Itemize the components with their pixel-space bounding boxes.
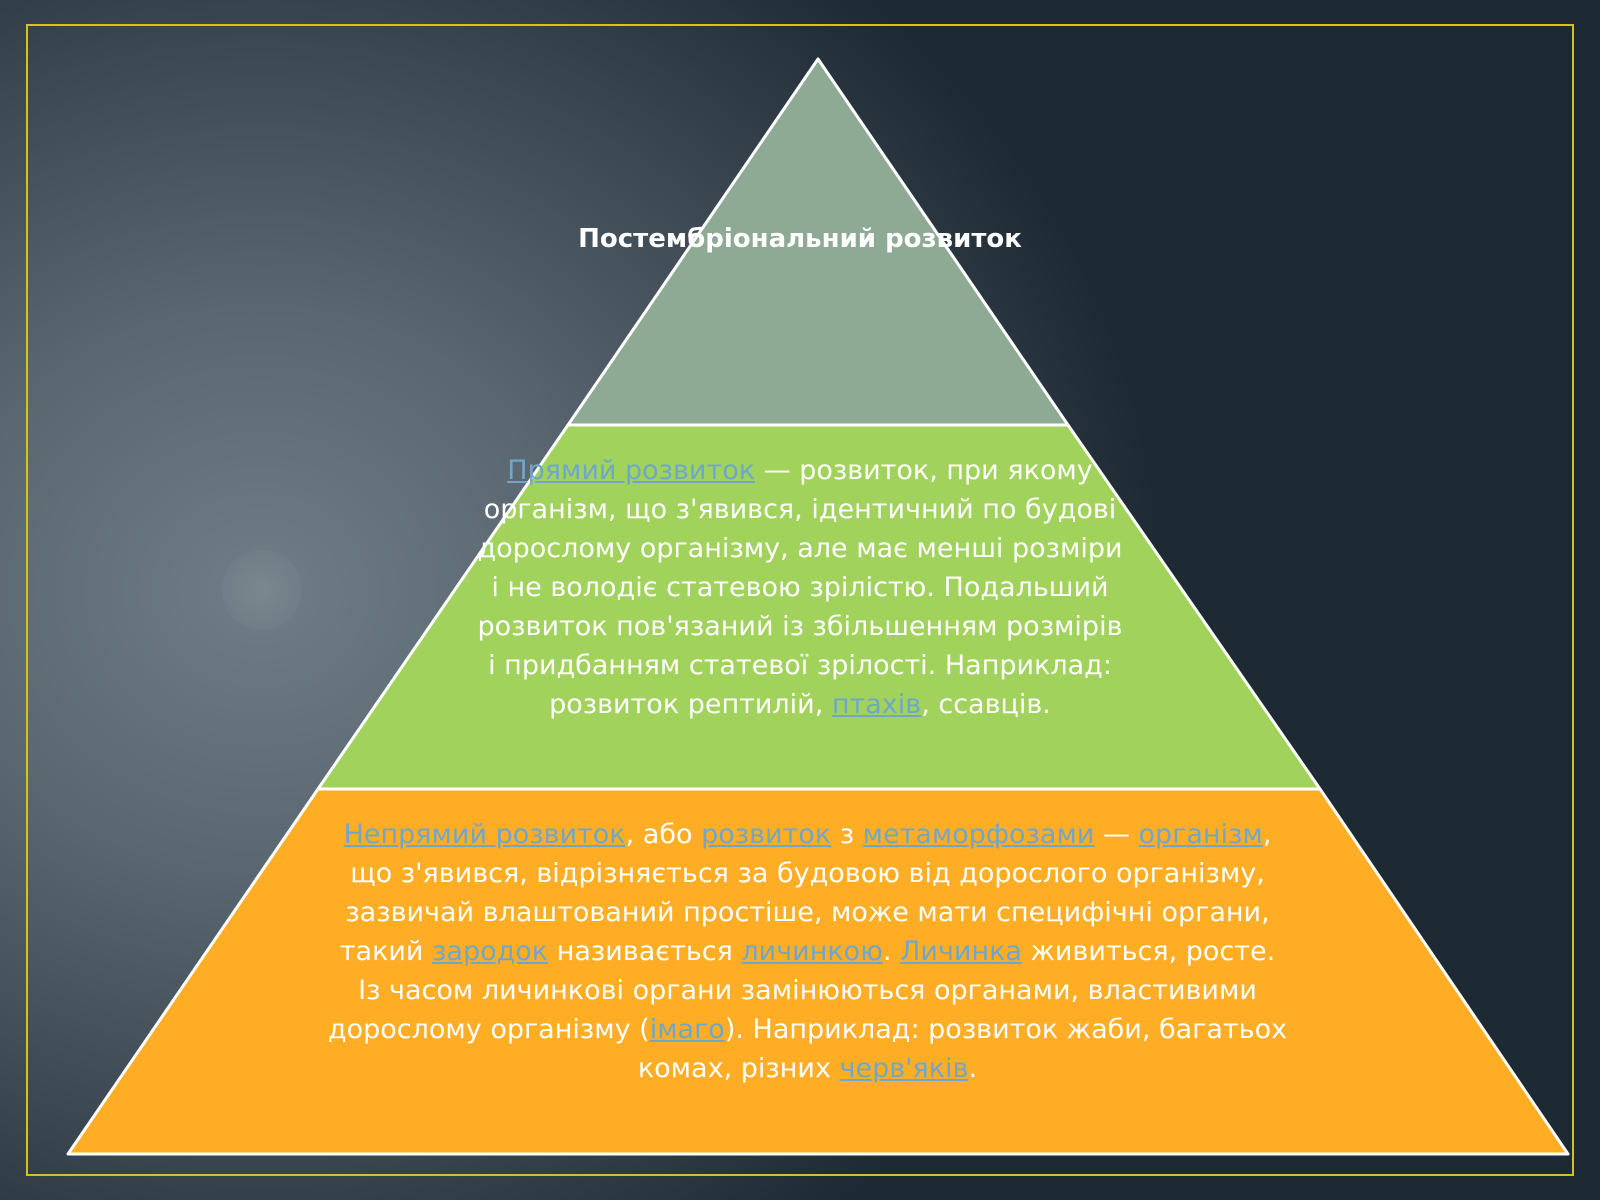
pyramid-tier-bottom	[66, 787, 1570, 1156]
slide-frame	[26, 24, 1574, 1176]
text-run: , або	[625, 819, 702, 850]
text-link[interactable]: Непрямий розвиток	[343, 819, 626, 850]
text-run: —	[1094, 819, 1139, 850]
text-link[interactable]: личинкою	[741, 936, 883, 967]
text-link[interactable]: імаго	[649, 1014, 725, 1045]
tier-top-title: Постембріональний розвиток	[578, 224, 1022, 254]
text-run: живиться, росте. Із часом личинкові орга…	[327, 936, 1276, 1045]
text-run: .	[968, 1053, 978, 1084]
text-link[interactable]: розвиток	[701, 819, 832, 850]
text-link[interactable]: Прямий розвиток	[507, 455, 756, 486]
text-link[interactable]: організм	[1138, 819, 1263, 850]
text-link[interactable]: Личинка	[900, 936, 1022, 967]
text-run: , що з'явився, відрізняється за будовою …	[339, 819, 1272, 967]
text-run: називається	[548, 936, 742, 967]
tier-bottom-text: Непрямий розвиток, або розвиток з метамо…	[325, 815, 1290, 1088]
text-run: ). Наприклад: розвиток жаби, багатьох ко…	[637, 1014, 1288, 1084]
text-link[interactable]: птахів	[831, 689, 922, 720]
tier-middle-text: Прямий розвиток — розвиток, при якому ор…	[470, 451, 1130, 724]
text-link[interactable]: зародок	[432, 936, 549, 967]
text-run: .	[882, 936, 901, 967]
background-glow	[222, 550, 302, 630]
text-run: , ссавців.	[921, 689, 1051, 720]
text-run: з	[831, 819, 863, 850]
text-link[interactable]: черв'яків	[839, 1053, 969, 1084]
text-run: — розвиток, при якому організм, що з'яви…	[477, 455, 1123, 720]
text-link[interactable]: метаморфозами	[862, 819, 1095, 850]
